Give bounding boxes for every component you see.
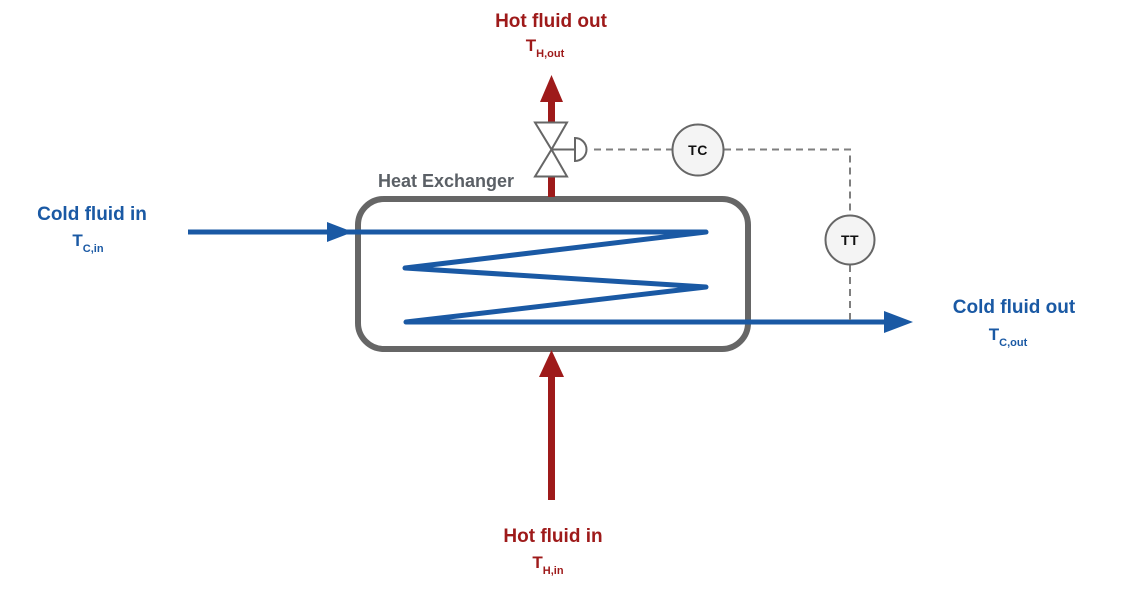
equipment-title: Heat Exchanger bbox=[378, 171, 514, 191]
temperature-controller-tag: TC bbox=[688, 142, 708, 158]
hot-in-arrowhead-icon bbox=[539, 350, 564, 377]
control-valve-upper-triangle bbox=[533, 121, 569, 152]
cold-in-symbol-subscript: C,in bbox=[83, 243, 104, 255]
hot-out-symbol: TH,out bbox=[526, 36, 565, 60]
cold-in-label: Cold fluid in bbox=[37, 204, 147, 225]
cold-out-symbol-subscript: C,out bbox=[999, 337, 1027, 349]
hot-out-label: Hot fluid out bbox=[495, 11, 608, 32]
cold-out-symbol: TC,out bbox=[989, 325, 1028, 349]
cold-in-symbol-main: T bbox=[72, 231, 83, 250]
valve-actuator-icon bbox=[574, 136, 588, 163]
temperature-transmitter-circle bbox=[824, 214, 876, 266]
hot-in-symbol: TH,in bbox=[532, 553, 563, 577]
hot-in-label: Hot fluid in bbox=[503, 526, 602, 547]
heat-exchanger-vessel bbox=[355, 196, 751, 352]
hot-in-symbol-main: T bbox=[532, 553, 543, 572]
temperature-controller-circle bbox=[671, 123, 725, 177]
cold-in-arrowhead-icon bbox=[327, 222, 353, 242]
temperature-transmitter-tag: TT bbox=[841, 232, 859, 248]
cold-stream-coil-line bbox=[188, 229, 885, 325]
hot-out-symbol-main: T bbox=[526, 36, 537, 55]
hot-out-arrowhead-icon bbox=[540, 75, 563, 102]
cold-in-symbol: TC,in bbox=[72, 231, 103, 255]
hot-out-symbol-subscript: H,out bbox=[536, 48, 564, 60]
signal-line-tc-to-tt bbox=[724, 148, 851, 215]
cold-out-arrowhead-icon bbox=[884, 311, 913, 333]
hot-in-symbol-subscript: H,in bbox=[543, 565, 564, 577]
cold-out-symbol-main: T bbox=[989, 325, 1000, 344]
control-valve-lower-triangle bbox=[533, 147, 569, 178]
cold-out-label: Cold fluid out bbox=[953, 297, 1076, 318]
